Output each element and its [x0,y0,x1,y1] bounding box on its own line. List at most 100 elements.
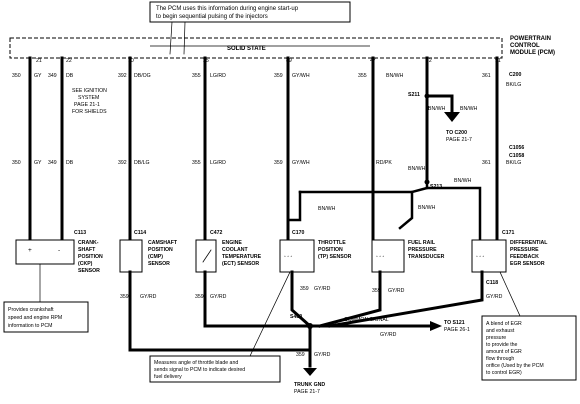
bnwh-label-2: BN/WH [460,106,478,112]
component-ect: ENGINE COOLANT TEMPERATURE (ECT) SENSOR [195,239,262,273]
mid-color-2: DB [66,160,74,166]
connector-c170: C170 [292,230,305,236]
color-label-5: GY/WH [292,73,310,79]
dpfe-label-1: DIFFERENTIAL [510,240,548,246]
pcm-box [9,37,503,59]
throttle-note-3: fuel delivery [154,374,182,380]
circuit-label-1: 350 [12,73,21,79]
tps-label-3: (TP) SENSOR [318,254,352,260]
frp-label-2: PRESSURE [408,247,437,253]
crank-callout: Provides crankshaft speed and engine RPM… [3,263,89,333]
color-label-2: DB [66,73,74,79]
mid-circuit-6: 361 [482,160,491,166]
svg-text:◦ ◦ ◦: ◦ ◦ ◦ [284,254,293,260]
splice-s211-label: S211 [408,92,420,98]
rdpk-label: RD/PK [376,160,392,166]
crank-note-2: speed and engine RPM [8,315,62,321]
color-label-7: BK/LG [506,82,521,88]
throttle-note-1: Measures angle of throttle blade and [154,360,238,366]
color-label-4: LG/RD [210,73,226,79]
top-note-line-2: to begin sequential pulsing of the injec… [156,14,268,20]
ground-color-4: GY/RD [388,288,405,294]
ckp-label-1: CRANK- [78,240,99,246]
component-dpfe: ◦ ◦ ◦ DIFFERENTIAL PRESSURE FEEDBACK EGR… [471,239,548,273]
frp-label-1: FUEL RAIL [408,240,436,246]
ground-color-2: GY/RD [210,294,227,300]
mid-circuit-3: 392 [118,160,127,166]
throttle-callout-box [149,355,281,383]
wire-labels-top: 350 GY 349 DB 392 DB/OG 355 LG/RD 359 GY… [12,73,521,88]
pcm-connector-mid-2: C1058 [509,153,524,159]
common-signal-label: COMMON SIGNAL [344,317,389,323]
ckp-sensor-box [15,239,75,265]
wire-s211-branch [425,94,454,114]
dpfe-sensor-box [471,239,507,273]
wire-tps-return [290,270,313,329]
pcm-pin-1: 21 [36,58,42,64]
svg-text:+: + [28,247,32,254]
component-cmp: CAMSHAFT POSITION (CMP) SENSOR [119,239,178,273]
to-s121-ref-2: PAGE 26-1 [444,327,470,333]
circuit-label-6: 355 [358,73,367,79]
pcm-connector-mid-1: C1056 [509,145,524,151]
connector-c113: C113 [74,230,86,236]
pcm-pin-7: 72 [426,58,432,64]
c200-ref-2: PAGE 21-7 [446,137,472,143]
tps-label-1: THROTTLE [318,240,346,246]
ground-ref-2: PAGE 21-7 [294,389,320,395]
wire-frp-return [318,270,382,328]
ect-label-1: ENGINE [222,240,242,246]
bnwh-label-3: BN/WH [408,166,426,172]
crank-note-1: Provides crankshaft [8,307,54,313]
dpfe-label-4: EGR SENSOR [510,261,545,267]
color-label-1: GY [34,73,42,79]
frp-sensor-box [371,239,405,273]
cmp-sensor-box [119,239,143,273]
mid-circuit-1: 350 [12,160,21,166]
ckp-label-5: SENSOR [78,268,100,274]
cmp-label-2: POSITION [148,247,173,253]
top-callout-leader-1 [169,21,173,55]
wire-s213-link [410,180,429,194]
mid-circuit-4: 355 [192,160,201,166]
connector-c171: C171 [502,230,515,236]
circuit-label-3: 392 [118,73,127,79]
svg-text:◦ ◦ ◦: ◦ ◦ ◦ [376,254,385,260]
ignition-note-2: SYSTEM [78,95,99,101]
ignition-note-4: FOR SHIELDS [72,109,107,115]
cmp-label-4: SENSOR [148,261,170,267]
top-callout-box [149,1,351,23]
ground-color-3: GY/RD [314,286,331,292]
dpfe-label-2: PRESSURE [510,247,539,253]
wire-dpfe-return [328,270,484,328]
ground-color-5: GY/RD [486,294,503,300]
circuit-label-4: 355 [192,73,201,79]
throttle-callout: Measures angle of throttle blade and sen… [149,271,291,383]
ignition-note-1: SEE IGNITION [72,88,107,94]
ground-color-1: GY/RD [140,294,157,300]
ground-arrow-icon [303,368,317,376]
bnwh-label-6: BN/WH [418,205,436,211]
to-s121-arrow-icon [430,321,442,331]
connector-c114: C114 [134,230,146,236]
mid-circuit-2: 349 [48,160,57,166]
wire-group [28,56,499,242]
egr-note-6: flow through [486,356,514,362]
ckp-label-2: SHAFT [78,247,96,253]
wire-dpfe-feed [425,186,482,242]
splice-s213 [424,179,430,185]
crank-note-3: information to PCM [8,323,52,329]
ground-circuit-1: 359 [120,294,129,300]
mid-color-5: GY/WH [292,160,310,166]
mid-circuit-5: 359 [274,160,283,166]
pcm-connector-top: C200 [509,72,522,78]
egr-note-8: to control EGR) [486,370,522,376]
egr-note-5: amount of EGR [486,349,522,355]
egr-callout-box [481,315,577,381]
svg-text:◦ ◦ ◦: ◦ ◦ ◦ [476,254,485,260]
color-label-3: DB/OG [134,73,151,79]
egr-callout: A blend of EGR and exhaust pressure to p… [481,271,577,381]
circuit-label-7: 361 [482,73,491,79]
c200-arrow-icon [444,112,460,122]
svg-text:-: - [58,247,60,254]
